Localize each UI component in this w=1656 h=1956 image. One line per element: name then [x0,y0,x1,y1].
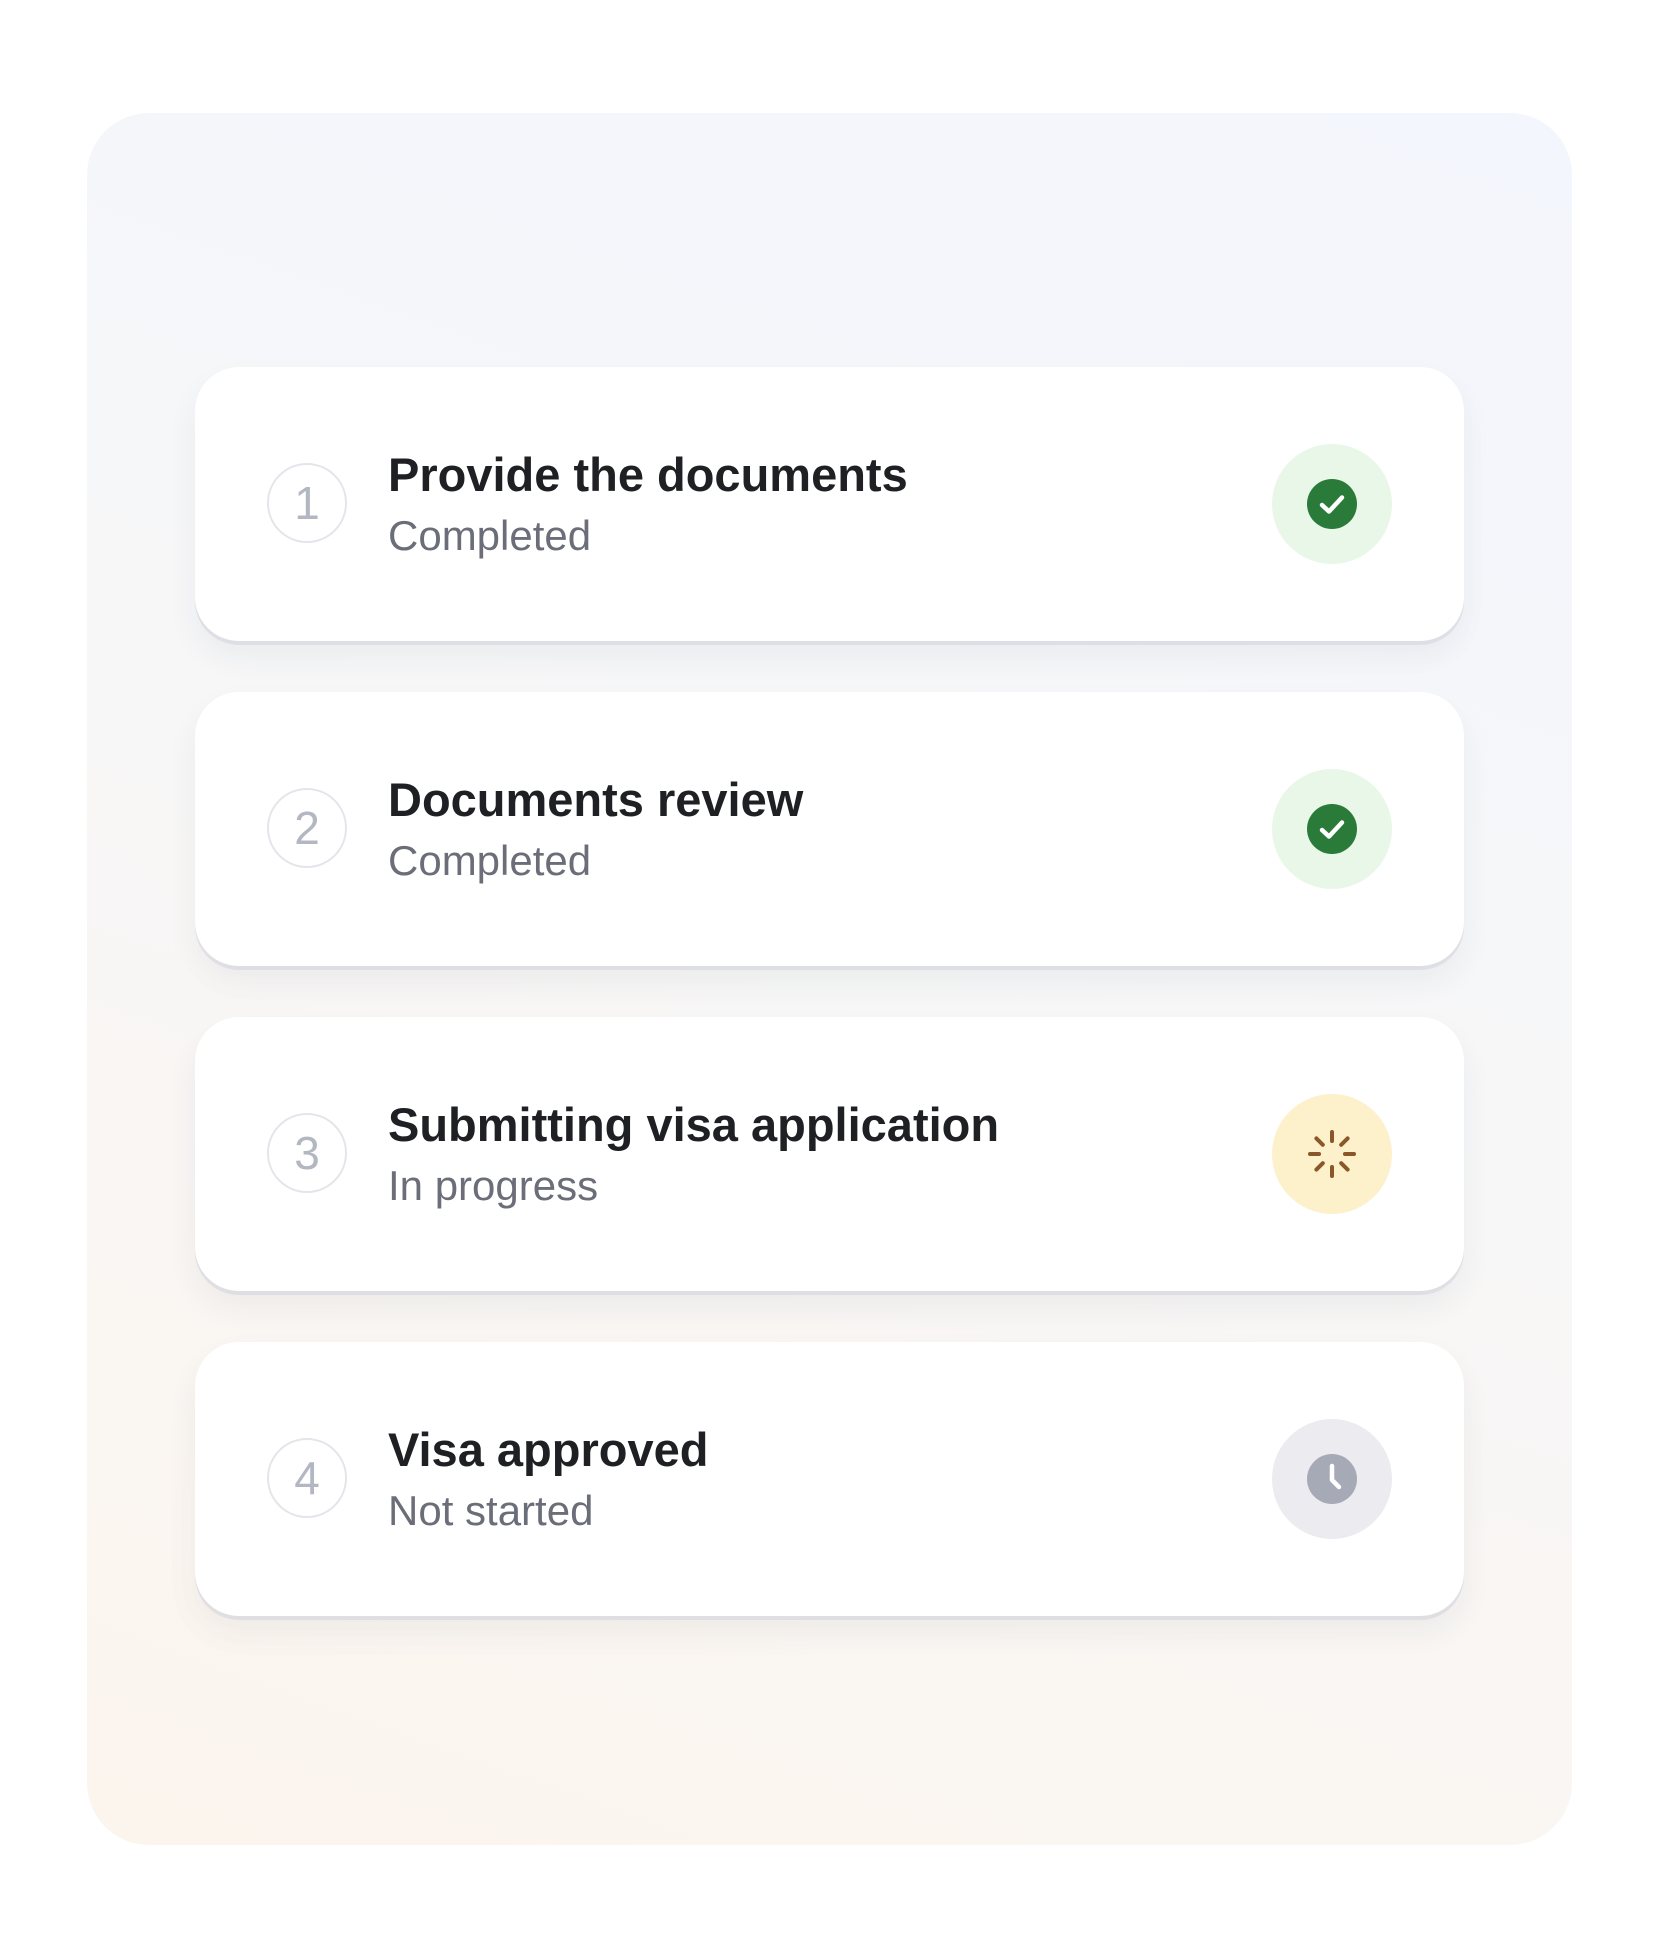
step-number: 3 [267,1113,347,1193]
progress-steps-list: 1 Provide the documents Completed 2 Docu… [195,367,1464,1667]
check-circle-icon [1307,479,1357,529]
loading-spinner-icon [1308,1130,1356,1178]
step-card[interactable]: 4 Visa approved Not started [195,1342,1464,1616]
status-badge [1272,1419,1392,1539]
step-title: Documents review [388,773,804,826]
step-text: Submitting visa application In progress [388,1097,999,1211]
step-title: Provide the documents [388,448,908,501]
status-badge [1272,1094,1392,1214]
status-badge [1272,769,1392,889]
step-status: In progress [388,1162,599,1209]
step-status: Not started [388,1487,594,1534]
step-title: Visa approved [388,1423,709,1476]
step-number: 2 [267,788,347,868]
step-status: Completed [388,512,592,559]
step-card[interactable]: 1 Provide the documents Completed [195,367,1464,641]
step-status: Completed [388,837,592,884]
step-text: Visa approved Not started [388,1422,708,1536]
step-title: Submitting visa application [388,1098,1000,1151]
step-number: 1 [267,463,347,543]
check-circle-icon [1307,804,1357,854]
step-card[interactable]: 2 Documents review Completed [195,692,1464,966]
step-number: 4 [267,1438,347,1518]
step-card[interactable]: 3 Submitting visa application In progres… [195,1017,1464,1291]
step-text: Documents review Completed [388,772,803,886]
status-badge [1272,444,1392,564]
clock-icon [1307,1454,1357,1504]
step-text: Provide the documents Completed [388,447,908,561]
